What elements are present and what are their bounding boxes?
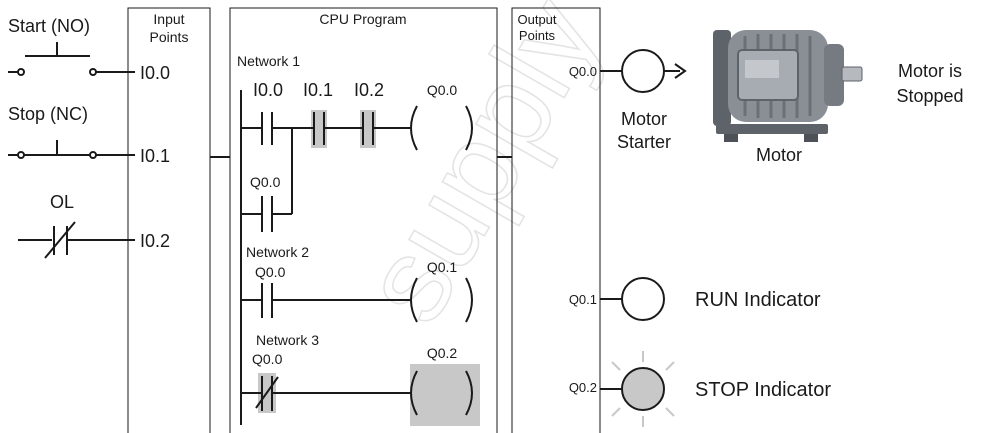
stop-lamp-icon	[621, 367, 665, 411]
ol-label: OL	[50, 192, 74, 212]
stop-indicator: STOP Indicator	[600, 351, 831, 427]
network-2-label: Network 2	[246, 244, 309, 260]
motor-starter: Motor Starter	[600, 49, 687, 152]
contact-i01-label: I0.1	[303, 80, 333, 100]
run-indicator-label: RUN Indicator	[695, 289, 821, 311]
contact-i00-label: I0.0	[253, 80, 283, 100]
motor-status-2: Stopped	[896, 86, 963, 106]
network-2: Network 2 Q0.0 Q0.1	[241, 244, 473, 323]
coil-q02-label: Q0.2	[427, 345, 458, 361]
stop-label: Stop (NC)	[8, 104, 88, 124]
cpu-program-module: CPU Program	[229, 7, 498, 433]
run-lamp-icon	[621, 277, 665, 321]
start-pushbutton: Start (NO) I0.0	[8, 16, 170, 83]
motor-starter-label-2: Starter	[617, 132, 671, 152]
motor-status-1: Motor is	[898, 61, 962, 81]
input-module-title-1: Input	[153, 11, 184, 27]
input-address-i02: I0.2	[140, 231, 170, 251]
motor-icon	[713, 30, 863, 142]
input-module-title-2: Points	[150, 29, 189, 45]
cpu-title: CPU Program	[319, 11, 406, 27]
input-module: Input Points	[127, 7, 211, 433]
network-3: Network 3 Q0.0 Q0.2	[241, 332, 480, 426]
coil-q00	[410, 105, 418, 151]
network-3-label: Network 3	[256, 332, 319, 348]
output-address-q01: Q0.1	[569, 292, 597, 307]
input-address-i01: I0.1	[140, 146, 170, 166]
coil-q01-label: Q0.1	[427, 259, 458, 275]
network-1: Network 1 I0.0 I0.1 I0.2 Q0.0 Q0.0	[237, 53, 473, 232]
run-indicator: RUN Indicator	[600, 277, 821, 321]
n3-contact-q00-label: Q0.0	[252, 351, 283, 367]
output-module-title-2: Points	[519, 28, 556, 43]
contact-i02-label: I0.2	[354, 80, 384, 100]
output-address-q02: Q0.2	[569, 380, 597, 395]
coil-q01	[410, 277, 418, 323]
motor-starter-label-1: Motor	[621, 109, 667, 129]
coil-q02-highlight	[410, 364, 480, 426]
stop-pushbutton: Stop (NC) I0.1	[8, 104, 170, 166]
input-address-i00: I0.0	[140, 63, 170, 83]
output-address-q00: Q0.0	[569, 64, 597, 79]
coil-q02	[410, 370, 418, 416]
arrow-icon	[674, 63, 687, 79]
n2-contact-q00-label: Q0.0	[255, 264, 286, 280]
start-label: Start (NO)	[8, 16, 90, 36]
output-module: Output Points Q0.0 Q0.1 Q0.2	[511, 7, 601, 433]
output-module-title-1: Output	[517, 12, 556, 27]
branch-q00-label: Q0.0	[250, 174, 281, 190]
motor-label: Motor	[756, 145, 802, 165]
overload-contact: OL I0.2	[18, 192, 170, 259]
lamp-rays	[611, 351, 675, 427]
coil-q00-label: Q0.0	[427, 82, 458, 98]
network-1-label: Network 1	[237, 53, 300, 69]
stop-indicator-label: STOP Indicator	[695, 379, 831, 401]
